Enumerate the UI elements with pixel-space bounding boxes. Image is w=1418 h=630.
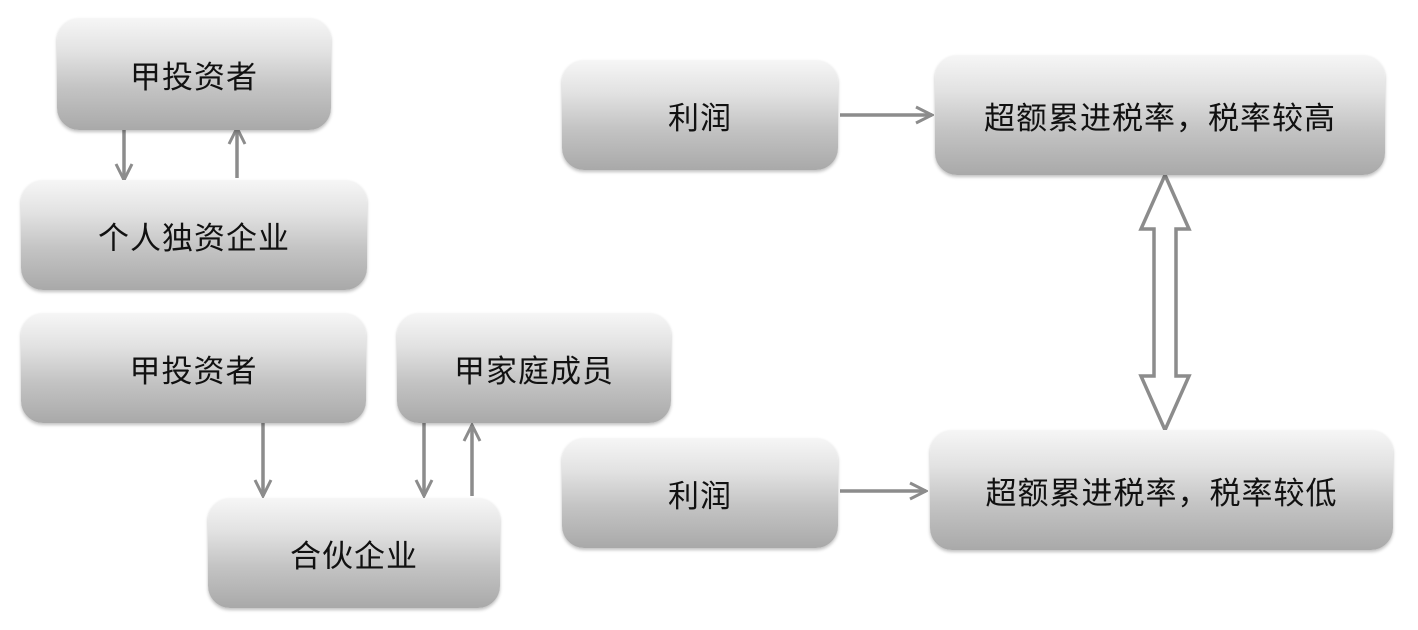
tax-high-label: 超额累进税率，税率较高 — [984, 100, 1336, 137]
tax-high-box: 超额累进税率，税率较高 — [935, 55, 1385, 175]
partnership-label: 合伙企业 — [290, 538, 418, 575]
family-member-box: 甲家庭成员 — [397, 313, 671, 423]
investor-a-box-1: 甲投资者 — [57, 18, 331, 130]
investor-a-box-2: 甲投资者 — [21, 313, 366, 423]
profit-label-1: 利润 — [668, 100, 732, 137]
investor-a-label-2: 甲投资者 — [129, 353, 258, 390]
profit-label-2: 利润 — [668, 478, 732, 515]
investor-a-label-1: 甲投资者 — [130, 59, 258, 96]
family-member-label: 甲家庭成员 — [454, 353, 614, 390]
tax-low-label: 超额累进税率，税率较低 — [985, 475, 1338, 512]
sole-proprietorship-label: 个人独资企业 — [98, 220, 290, 257]
profit-box-2: 利润 — [562, 438, 838, 548]
partnership-box: 合伙企业 — [208, 498, 500, 608]
profit-box-1: 利润 — [562, 60, 838, 170]
double-arrow-tax-compare — [1138, 170, 1192, 435]
sole-proprietorship-box: 个人独资企业 — [21, 180, 367, 290]
tax-low-box: 超额累进税率，税率较低 — [930, 430, 1393, 550]
